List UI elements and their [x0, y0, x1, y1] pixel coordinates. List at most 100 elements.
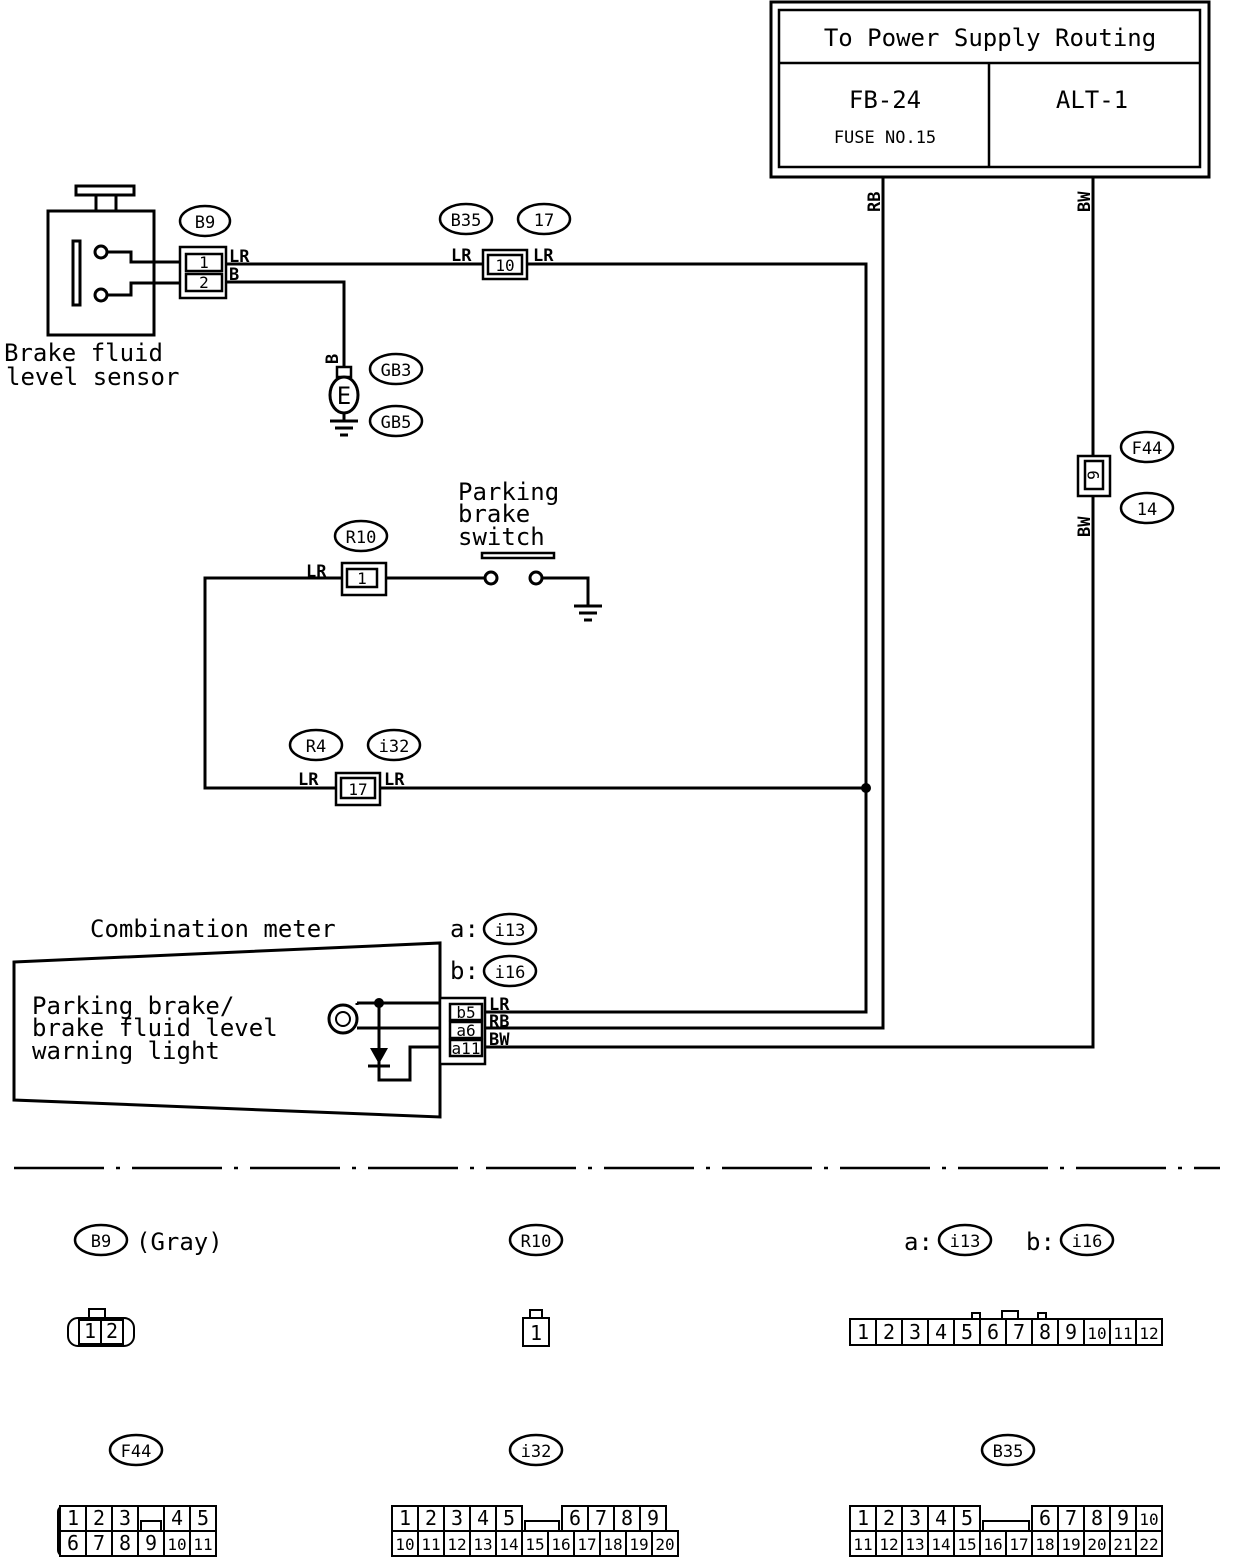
wire-rb: [485, 177, 885, 1030]
legend-pin-cell: [1135, 1505, 1163, 1532]
meter-pin-b5: b5: [456, 1003, 475, 1022]
legend-pin-cell: [1031, 1530, 1059, 1557]
legend-pin-number: 1: [857, 1320, 869, 1344]
legend-pin-number: 8: [621, 1506, 633, 1530]
wire-bw-label-lower: BW: [1075, 516, 1095, 537]
sensor-label-1: Brake fluid: [4, 339, 163, 367]
wire-lr-label-b35-in: LR: [451, 246, 472, 266]
legend-r10-pins: 1: [522, 1309, 550, 1347]
legend-pin-number: 9: [145, 1531, 157, 1555]
legend-pin-number: 17: [577, 1535, 596, 1554]
legend-pin-cell: [495, 1505, 523, 1532]
fuse-block-label: FB-24: [849, 86, 921, 114]
connector-b35: B35 17 10 LR LR: [438, 202, 572, 281]
b9-tag: B9: [195, 213, 215, 233]
legend-pin-number: 6: [67, 1531, 79, 1555]
wire-rb-label: RB: [865, 192, 885, 212]
legend-key-slot: [140, 1520, 162, 1532]
combination-meter-label: Combination meter: [90, 915, 336, 943]
wire-bw-label: BW: [1075, 191, 1095, 212]
wire-lr-label-b35-out: LR: [533, 246, 554, 266]
legend-pin-cell: [189, 1505, 217, 1532]
legend-pin-number: 9: [647, 1506, 659, 1530]
legend-prefix-a: a:: [904, 1228, 933, 1256]
r10-pin-1: 1: [357, 569, 367, 588]
legend-pin-number: 11: [193, 1535, 212, 1554]
legend-pin-number: 11: [1113, 1324, 1132, 1343]
gb5-tag: GB5: [381, 413, 412, 433]
legend-pin-cell: [495, 1530, 523, 1557]
legend-pin-cell: [391, 1530, 419, 1557]
legend-key-slot: [524, 1520, 560, 1532]
b35-tag: B35: [451, 211, 482, 231]
legend-pin-number: 1: [399, 1506, 411, 1530]
legend-pin-cell: [1135, 1530, 1163, 1557]
power-box-title: To Power Supply Routing: [824, 24, 1156, 52]
legend-pin-number: 11: [853, 1535, 872, 1554]
legend-pin-cell: [1083, 1318, 1111, 1346]
switch-label-1: Parking: [458, 478, 559, 506]
legend-pin-number: 15: [525, 1535, 544, 1554]
legend-pin-number: 17: [1009, 1535, 1028, 1554]
legend-pin-cell: [547, 1530, 575, 1557]
legend-pin-number: 19: [629, 1535, 648, 1554]
legend-pin-number: 3: [451, 1506, 463, 1530]
legend-b9-color: (Gray): [136, 1228, 223, 1256]
legend-pin-number: 10: [1139, 1510, 1158, 1529]
legend-pin-cell: [85, 1530, 113, 1557]
legend-pin-number: 12: [447, 1535, 466, 1554]
connector-14-tag: 14: [1137, 500, 1157, 520]
parking-brake-switch: Parking brake switch: [458, 478, 602, 622]
legend-pin-number: 1: [530, 1321, 542, 1345]
legend-b9-tag: B9: [91, 1232, 111, 1252]
wires: [203, 177, 1095, 1049]
wire-b-label-b9: B: [229, 265, 239, 285]
legend-r10-tag: R10: [521, 1232, 552, 1252]
fuse-number-label: FUSE NO.15: [834, 128, 936, 148]
warning-light-label-2: brake fluid level: [32, 1014, 278, 1042]
legend-pin-number: 13: [905, 1535, 924, 1554]
legend-pin-number: 4: [935, 1320, 947, 1344]
legend-prefix-b: b:: [1026, 1228, 1055, 1256]
legend-f44-tag: F44: [121, 1442, 152, 1462]
connector-b9: B9 1 2 LR B: [178, 204, 250, 300]
alternator-label: ALT-1: [1056, 86, 1128, 114]
legend-pin-number: 7: [93, 1531, 105, 1555]
legend-pin-number: 5: [503, 1506, 515, 1530]
legend-pin-number: 10: [167, 1535, 186, 1554]
legend-pin-cell: [443, 1530, 471, 1557]
gb3-tag: GB3: [381, 361, 412, 381]
i16-tag: i16: [495, 963, 526, 983]
switch-label-2: brake: [458, 500, 530, 528]
legend-pin-cell: [875, 1530, 903, 1557]
legend-pin-cell: [1135, 1318, 1163, 1346]
legend-pin-number: 12: [1139, 1324, 1158, 1343]
legend-pin-cell: [469, 1505, 497, 1532]
legend-pin-cell: [111, 1530, 139, 1557]
legend-key-slot: [982, 1520, 1030, 1532]
legend-pin-number: 15: [957, 1535, 976, 1554]
legend-pin-number: 4: [935, 1506, 947, 1530]
legend-pin-number: 13: [473, 1535, 492, 1554]
prefix-a-top: a:: [450, 915, 479, 943]
legend-pin-number: 6: [1039, 1506, 1051, 1530]
sensor-label-2: level sensor: [6, 363, 179, 391]
legend-pin-cell: [189, 1530, 217, 1557]
legend-pin-number: 19: [1061, 1535, 1080, 1554]
legend-pin-cell: [1083, 1530, 1111, 1557]
legend-pin-number: 5: [197, 1506, 209, 1530]
legend-pin-number: 6: [569, 1506, 581, 1530]
wire-rb-label-meter: RB: [489, 1012, 509, 1032]
wire-lr-b35-out: [485, 262, 868, 1014]
legend-pin-number: 10: [1087, 1324, 1106, 1343]
legend-pin-cell: [849, 1318, 877, 1346]
legend-pin-number: 1: [84, 1319, 96, 1343]
legend-pin-cell: [1031, 1318, 1059, 1346]
legend-pin-number: 2: [425, 1506, 437, 1530]
legend-b35-tag: B35: [993, 1442, 1024, 1462]
legend-pin-number: 7: [1065, 1506, 1077, 1530]
legend-pin-number: 8: [1091, 1506, 1103, 1530]
legend-pin-number: 14: [499, 1535, 518, 1554]
